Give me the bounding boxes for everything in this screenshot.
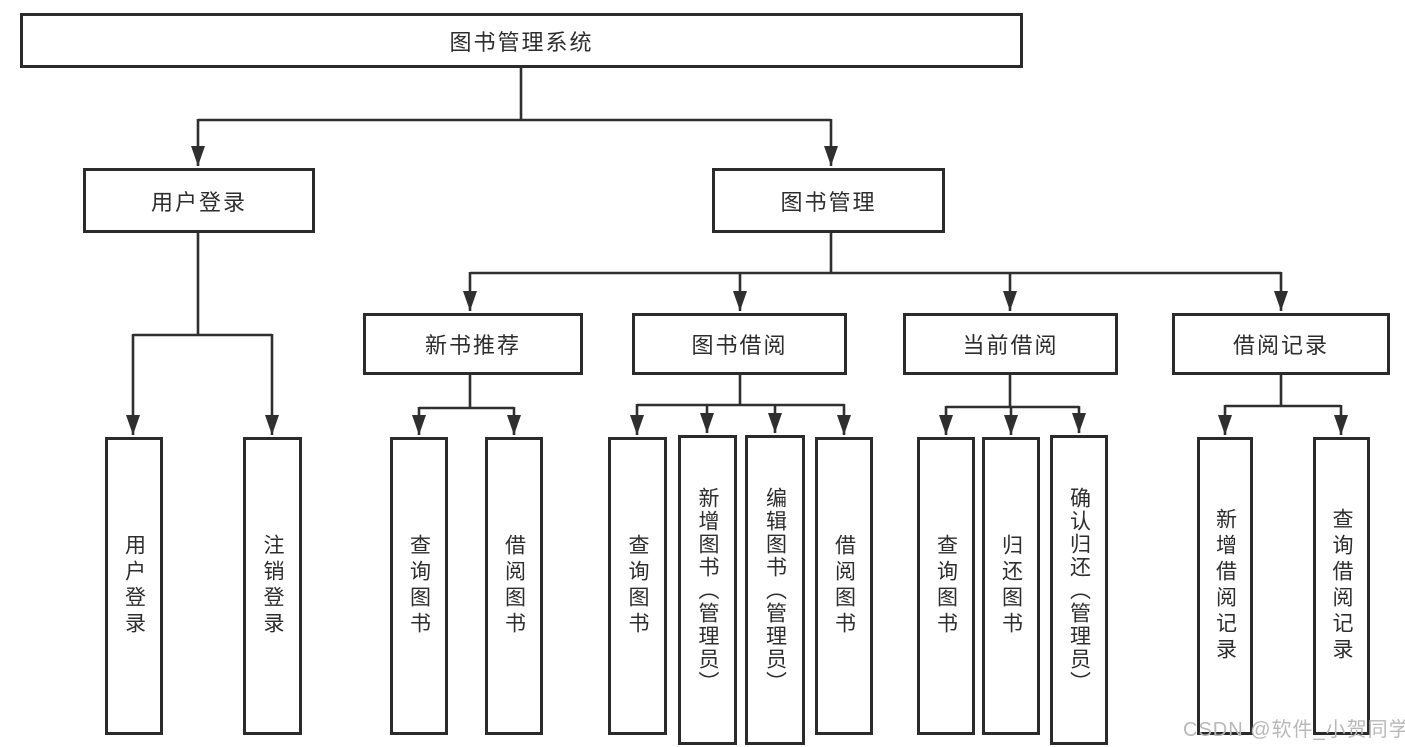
leaf-query-books-current: 查询图书 xyxy=(917,437,975,735)
leaf-logout: 注销登录 xyxy=(243,437,302,735)
node-book-management-label: 图书管理 xyxy=(780,189,877,215)
leaf-return-books-label: 归还图书 xyxy=(999,534,1023,638)
leaf-borrow-books-recommend: 借阅图书 xyxy=(485,437,543,735)
leaf-add-book-admin: 新增图书（管理员） xyxy=(678,435,737,745)
leaf-return-books: 归还图书 xyxy=(982,437,1040,735)
leaf-query-books-borrow-label: 查询图书 xyxy=(626,534,650,638)
node-user-login-label: 用户登录 xyxy=(150,189,247,215)
leaf-edit-book-admin-label: 编辑图书（管理员） xyxy=(763,486,787,694)
node-library-system: 图书管理系统 xyxy=(20,13,1023,68)
leaf-query-books-current-label: 查询图书 xyxy=(934,534,958,638)
leaf-query-books-borrow: 查询图书 xyxy=(608,437,667,735)
node-book-borrow: 图书借阅 xyxy=(632,313,847,375)
leaf-borrow-books-borrow: 借阅图书 xyxy=(815,437,873,735)
node-borrow-records: 借阅记录 xyxy=(1172,313,1390,375)
leaf-add-book-admin-label: 新增图书（管理员） xyxy=(696,486,720,694)
node-user-login: 用户登录 xyxy=(83,168,315,233)
leaf-query-books-recommend-label: 查询图书 xyxy=(407,534,431,638)
leaf-user-login: 用户登录 xyxy=(105,437,163,735)
node-current-borrow-label: 当前借阅 xyxy=(962,333,1059,358)
leaf-add-borrow-record-label: 新增借阅记录 xyxy=(1213,508,1237,664)
node-current-borrow: 当前借阅 xyxy=(903,313,1118,375)
leaf-confirm-return-admin-label: 确认归还（管理员） xyxy=(1067,486,1091,694)
node-borrow-records-label: 借阅记录 xyxy=(1232,333,1329,358)
leaf-add-borrow-record: 新增借阅记录 xyxy=(1197,437,1253,735)
leaf-borrow-books-recommend-label: 借阅图书 xyxy=(502,534,526,638)
leaf-logout-label: 注销登录 xyxy=(261,534,285,638)
node-new-book-recommend-label: 新书推荐 xyxy=(424,333,521,358)
node-library-system-label: 图书管理系统 xyxy=(449,29,594,55)
leaf-user-login-label: 用户登录 xyxy=(122,534,146,638)
leaf-query-books-recommend: 查询图书 xyxy=(390,437,448,735)
leaf-edit-book-admin: 编辑图书（管理员） xyxy=(745,435,805,745)
csdn-watermark: CSDN @软件_小贺同学 xyxy=(1183,719,1405,741)
leaf-query-borrow-record: 查询借阅记录 xyxy=(1313,437,1370,735)
leaf-borrow-books-borrow-label: 借阅图书 xyxy=(832,534,856,638)
leaf-query-borrow-record-label: 查询借阅记录 xyxy=(1330,508,1354,664)
node-book-borrow-label: 图书借阅 xyxy=(691,333,788,358)
node-new-book-recommend: 新书推荐 xyxy=(363,313,583,375)
leaf-confirm-return-admin: 确认归还（管理员） xyxy=(1050,435,1108,745)
node-book-management: 图书管理 xyxy=(712,168,945,233)
